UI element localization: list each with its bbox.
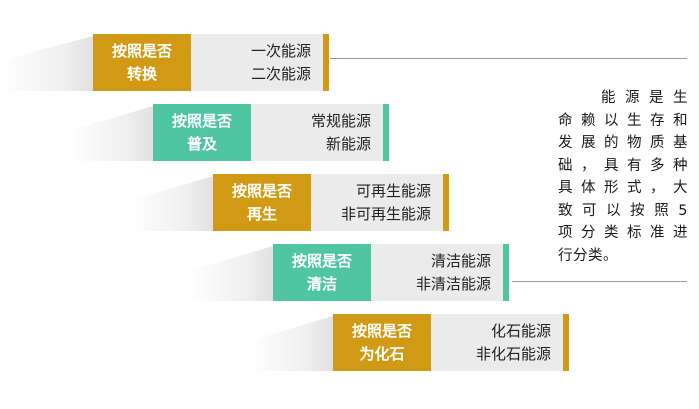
connector-line-top — [330, 58, 687, 59]
description-line: 行分类。 — [558, 247, 618, 264]
classification-row-conversion: 按照是否 转换 一次能源 二次能源 — [93, 34, 329, 91]
criterion-label-line: 按照是否 — [291, 251, 352, 270]
description-line: 础，具有多种 — [558, 157, 688, 174]
description-line: 命赖以生存和 — [558, 112, 688, 129]
row-shadow — [250, 316, 333, 371]
classification-row-renewable: 按照是否 再生 可再生能源 非可再生能源 — [213, 174, 449, 231]
criterion-label-line: 普及 — [186, 134, 217, 153]
energy-type-option: 新能源 — [325, 134, 371, 153]
criterion-label-line: 按照是否 — [171, 111, 232, 130]
energy-type-option: 清洁能源 — [430, 251, 491, 270]
criterion-label: 按照是否 为化石 — [333, 314, 431, 371]
energy-type-option: 化石能源 — [490, 321, 551, 340]
row-shadow — [0, 36, 93, 91]
row-end-bar — [443, 174, 449, 231]
energy-type-option: 二次能源 — [250, 64, 311, 83]
criterion-label-line: 按照是否 — [111, 41, 172, 60]
row-end-bar — [383, 104, 389, 161]
energy-type-option: 非清洁能源 — [415, 274, 491, 293]
classification-row-fossil: 按照是否 为化石 化石能源 非化石能源 — [333, 314, 569, 371]
criterion-label-line: 按照是否 — [351, 321, 412, 340]
row-end-bar — [563, 314, 569, 371]
description-line: 项分类标准进 — [558, 225, 688, 241]
description-line: 发展的物质基 — [558, 135, 688, 151]
energy-description: 能源是生 命赖以生存和 发展的物质基 础，具有多种 具体形式，大 致可以按照5 … — [558, 87, 688, 267]
criterion-label-line: 按照是否 — [231, 181, 292, 200]
energy-type-option: 非可再生能源 — [340, 204, 431, 223]
row-end-bar — [323, 34, 329, 91]
row-end-bar — [503, 244, 509, 301]
energy-type-options: 化石能源 非化石能源 — [431, 314, 563, 371]
energy-type-option: 常规能源 — [310, 111, 371, 130]
row-shadow — [130, 176, 213, 231]
energy-type-option: 可再生能源 — [355, 181, 431, 200]
criterion-label: 按照是否 普及 — [153, 104, 251, 161]
energy-type-option: 一次能源 — [250, 41, 311, 60]
row-shadow — [190, 246, 273, 301]
energy-type-option: 非化石能源 — [475, 344, 551, 363]
criterion-label-line: 清洁 — [306, 274, 337, 293]
description-line: 致可以按照5 — [558, 202, 688, 219]
description-line: 能源是生 — [601, 90, 688, 106]
energy-type-options: 常规能源 新能源 — [251, 104, 383, 161]
classification-row-clean: 按照是否 清洁 清洁能源 非清洁能源 — [273, 244, 509, 301]
energy-type-options: 一次能源 二次能源 — [191, 34, 323, 91]
criterion-label: 按照是否 再生 — [213, 174, 311, 231]
criterion-label: 按照是否 清洁 — [273, 244, 371, 301]
classification-row-popularity: 按照是否 普及 常规能源 新能源 — [153, 104, 389, 161]
criterion-label-line: 再生 — [246, 204, 277, 223]
description-line: 具体形式，大 — [558, 180, 688, 196]
criterion-label-line: 转换 — [126, 64, 157, 83]
energy-type-options: 清洁能源 非清洁能源 — [371, 244, 503, 301]
energy-type-options: 可再生能源 非可再生能源 — [311, 174, 443, 231]
row-shadow — [70, 106, 153, 161]
connector-line-bottom — [512, 281, 687, 282]
criterion-label-line: 为化石 — [359, 344, 405, 363]
criterion-label: 按照是否 转换 — [93, 34, 191, 91]
